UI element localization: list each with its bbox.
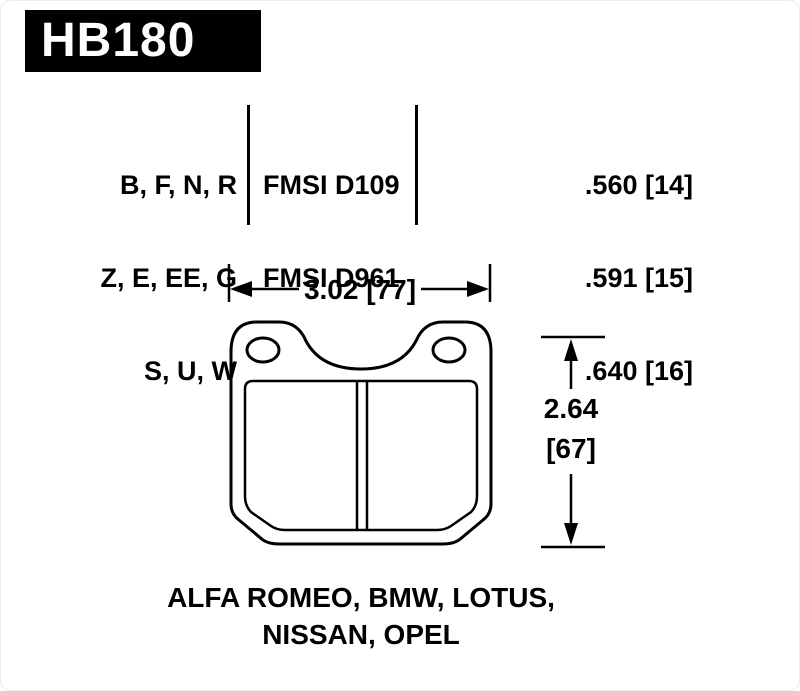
pad-hole-right	[431, 336, 467, 364]
compounds-column: B, F, N, R Z, E, EE, G S, U, W	[41, 108, 237, 449]
thickness-row: .591 [15]	[584, 263, 693, 293]
fmsi-column: FMSI D109 FMSI D961	[263, 108, 413, 356]
pad-hole-left	[245, 336, 281, 364]
compound-row: B, F, N, R	[119, 170, 237, 200]
brake-pad-diagram: 3.02 [77] 2.64 [67]	[227, 264, 605, 549]
width-dim-arrowhead-left	[230, 281, 252, 297]
compound-row: S, U, W	[144, 356, 237, 386]
width-dim-label: 3.02 [77]	[304, 274, 416, 305]
applications: ALFA ROMEO, BMW, LOTUS, NISSAN, OPEL	[61, 579, 661, 653]
height-dim-arrowhead-up	[564, 339, 578, 361]
applications-line-2: NISSAN, OPEL	[262, 619, 460, 650]
thickness-row: .640 [16]	[584, 356, 693, 386]
thickness-column: .560 [14] .591 [15] .640 [16]	[541, 108, 693, 449]
column-divider-right	[415, 105, 418, 225]
part-number-text: HB180	[41, 14, 196, 67]
compound-row: Z, E, EE, G	[100, 263, 237, 293]
height-dim-label-mm: [67]	[546, 433, 596, 464]
fmsi-row: FMSI D109	[263, 170, 400, 200]
part-number-badge: HB180	[25, 10, 261, 72]
applications-line-1: ALFA ROMEO, BMW, LOTUS,	[167, 582, 555, 613]
pad-inner-outline	[243, 379, 479, 532]
height-dim-arrowhead-down	[564, 523, 578, 545]
pad-outer-outline	[229, 320, 493, 546]
height-dim-label-inches: 2.64	[544, 393, 599, 424]
thickness-row: .560 [14]	[584, 170, 693, 200]
column-divider-left	[247, 105, 250, 225]
width-dim-arrowhead-right	[467, 281, 489, 297]
